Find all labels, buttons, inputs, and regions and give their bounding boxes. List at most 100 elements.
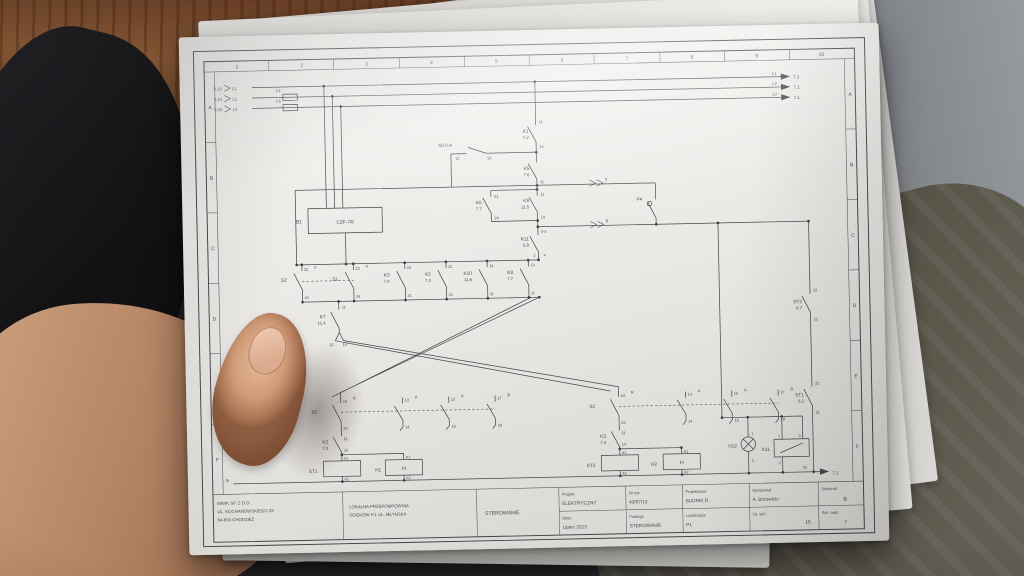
schematic-label: 16 — [734, 417, 738, 422]
schematic-label: E — [854, 374, 858, 380]
schematic-label: 1 — [778, 434, 780, 438]
schematic-label: 18 — [498, 422, 502, 427]
schematic-label: 3 — [605, 177, 608, 182]
schematic-label: D — [213, 317, 217, 323]
schematic-label: 16 — [451, 423, 455, 428]
schematic-label: 24 — [305, 295, 310, 300]
schematic-label: 5 — [799, 434, 801, 438]
schematic-label: H1 — [375, 467, 382, 473]
schematic-label: C — [211, 246, 215, 252]
schematic-label: 6 — [561, 57, 564, 63]
schematic-label: 2 — [752, 459, 754, 463]
schematic-label: 5.10 — [214, 97, 223, 102]
phase-monitor-b1 — [307, 86, 383, 264]
schematic-label: 1 — [751, 432, 753, 436]
schematic-label: 14 — [541, 214, 546, 219]
schematic-label: A1 — [684, 450, 689, 454]
schematic-label: 24 — [494, 215, 499, 220]
schematic-label: L3 — [772, 91, 777, 96]
schematic-label: 23 — [621, 420, 625, 425]
schematic-label: H — [680, 460, 684, 466]
schematic-label: F4 — [276, 88, 282, 93]
schematic-label: L2 — [772, 81, 777, 86]
schematic-label: 0 — [366, 264, 369, 269]
object-line-1: LOKALNA PRZEPOMPOWNIA — [349, 503, 409, 509]
schematic-label: H — [402, 466, 406, 472]
sch-nast-value: 7 — [844, 520, 847, 526]
schemat-label: Schemat: — [821, 486, 838, 491]
schematic-label: 5-3 — [541, 230, 546, 234]
schematic-label: H12 — [728, 443, 737, 449]
schematic-label: 3 — [365, 62, 368, 68]
schematic-label: ST2 — [587, 463, 596, 469]
schematic-label: 14 — [530, 262, 535, 267]
schematic-label: A — [698, 388, 701, 393]
schematic-label: 7.6 — [523, 172, 530, 177]
schematic-label: 6.2 — [798, 398, 805, 403]
sheet-function: STEROWANIE — [485, 510, 520, 517]
schematic-label: 7.2 — [523, 135, 530, 140]
schematic-label: 11 — [540, 192, 544, 197]
schematic-label: CZF-7/6 — [336, 219, 354, 225]
nr-rys-value: 43/07/13 — [629, 499, 648, 505]
schematic-label: 11 — [539, 119, 543, 124]
schematic-label: 23 — [355, 266, 359, 271]
schematic-label: 5.10 — [214, 107, 223, 112]
schematic-label: 1 — [236, 64, 239, 70]
schematic-label: 18 — [781, 417, 785, 422]
schematic-label: 8 — [690, 55, 693, 61]
lokalizacja-value: P1 — [686, 522, 692, 528]
schematic-label: 11 — [540, 179, 544, 184]
schematic-label: R — [631, 390, 634, 395]
schematic-label: 10 — [819, 52, 825, 58]
schematic-label: A2 — [622, 472, 627, 476]
object-line-2: ŚCIEKÓW P.1 UL. MŁYNSKA — [349, 511, 406, 517]
schematic-label: 7.7 — [476, 206, 483, 211]
schematic-label: B — [850, 162, 854, 168]
schematic-label: 2 — [779, 461, 781, 465]
schematic-label: F — [856, 444, 859, 450]
schematic-label: 7.4 — [384, 279, 391, 284]
schematic-label: B — [507, 392, 510, 397]
schematic-label: 14 — [487, 155, 492, 160]
schematic-label: L2 — [232, 96, 237, 101]
schematic-label: 7.1 — [832, 470, 839, 475]
thumb-nail — [243, 322, 292, 379]
schematic-label: 5 — [495, 59, 498, 65]
schematic-label: 4 — [544, 254, 546, 258]
schematic-label: 7.1 — [794, 95, 801, 100]
schematic-label: F5 — [276, 99, 282, 104]
schematic-label: 11.5 — [521, 204, 530, 209]
schematic-label: L1 — [232, 86, 237, 91]
schematic-label: 21 — [407, 293, 411, 298]
schematic-label: A — [744, 387, 747, 392]
schematic-label: N — [803, 465, 806, 470]
schematic-label: 2 — [300, 63, 303, 69]
schematic-label: H2 — [651, 462, 658, 468]
lokalizacja-label: Lokalizacja: — [686, 512, 706, 517]
schematic-label: P4 — [636, 197, 642, 203]
schematic-label: 24 — [621, 393, 626, 398]
schematic-label: B — [210, 176, 214, 182]
schematic-label: 8 — [606, 218, 609, 223]
funkcja-label: Funkcja: — [629, 514, 644, 519]
schematic-sheet: 12345678910ABCDEFABCDEF5.10L15.10L25.10L… — [178, 22, 890, 556]
schematic-label: L1 — [772, 71, 777, 76]
schematic-label: 11 — [490, 291, 494, 296]
schematic-label: 14 — [688, 418, 693, 423]
schematic-label: 22 — [448, 264, 452, 269]
schematic-label: 17 — [780, 390, 784, 395]
schematic-label: 21 — [816, 410, 820, 415]
schematic-label: 22 — [813, 287, 817, 292]
schematic-label: S3 0-A — [438, 143, 453, 148]
sch-nast-label: Sch. nast: — [822, 510, 839, 515]
schematic-label: 4 — [430, 60, 433, 66]
schematic-label: 5.9 — [523, 243, 530, 248]
schematic-label: 24 — [356, 294, 361, 299]
schematic-label: 6.7 — [796, 305, 803, 310]
schematic-label: 11 — [621, 430, 625, 435]
schematic-label: A — [208, 105, 212, 111]
schematic-label: 13 — [455, 156, 459, 161]
schematic-label: K11 — [762, 447, 771, 453]
